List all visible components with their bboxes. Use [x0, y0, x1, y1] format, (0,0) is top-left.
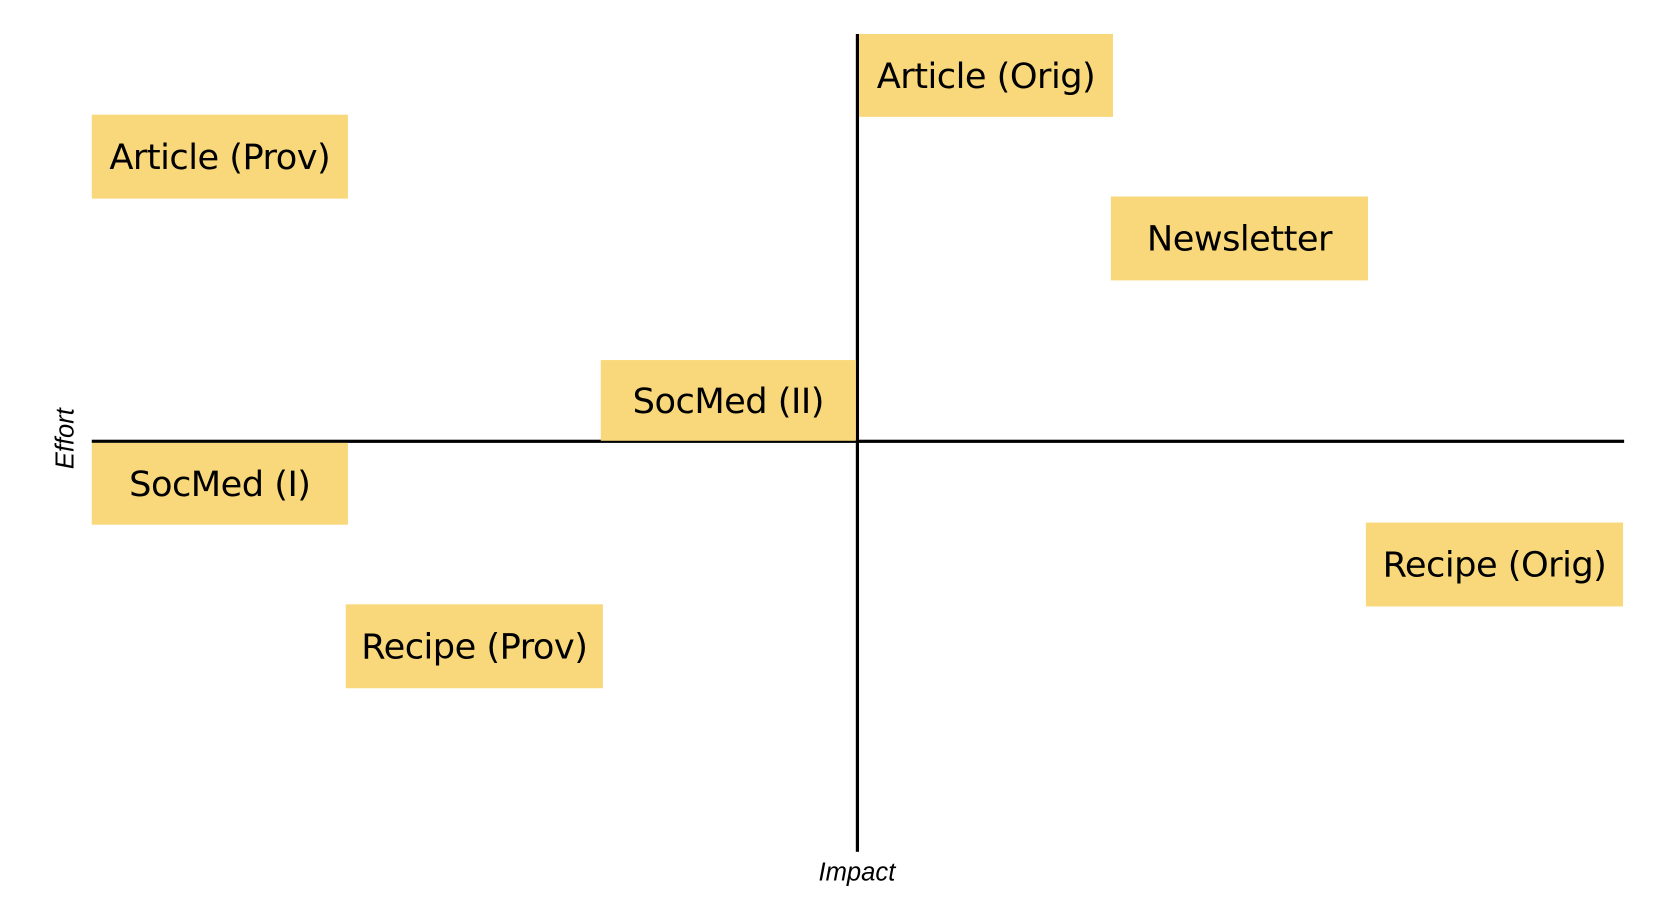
sticky-note-socmed-i[interactable]: SocMed (I) — [91, 442, 348, 525]
x-axis-label: Impact — [818, 858, 896, 887]
sticky-note-recipe-prov[interactable]: Recipe (Prov) — [345, 604, 603, 689]
sticky-note-article-orig[interactable]: Article (Orig) — [859, 33, 1113, 117]
sticky-note-newsletter[interactable]: Newsletter — [1110, 196, 1369, 281]
sticky-note-article-prov[interactable]: Article (Prov) — [91, 114, 348, 199]
sticky-note-socmed-ii[interactable]: SocMed (II) — [600, 360, 856, 441]
sticky-note-recipe-orig[interactable]: Recipe (Orig) — [1365, 522, 1624, 607]
y-axis-label: Effort — [51, 408, 81, 470]
vertical-axis-line — [855, 33, 860, 852]
